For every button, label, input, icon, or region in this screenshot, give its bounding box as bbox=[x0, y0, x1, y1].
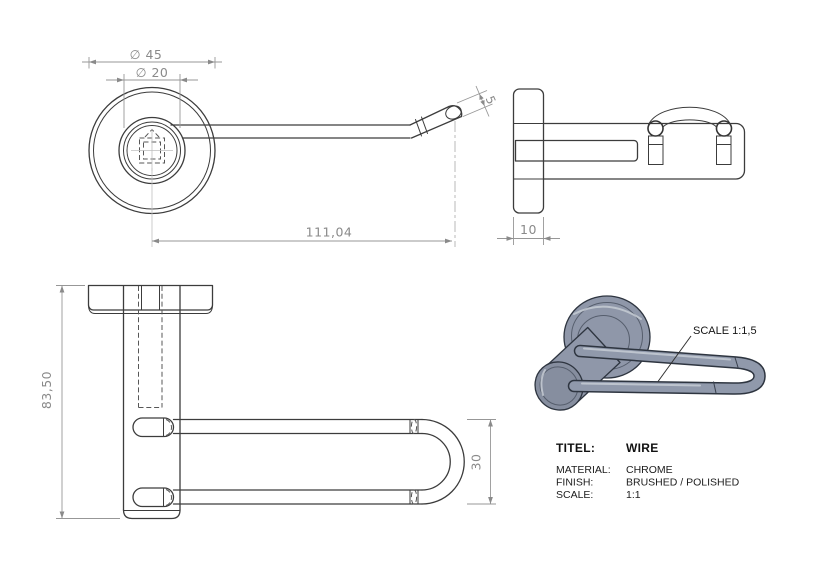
finish-label: FINISH: bbox=[556, 477, 593, 489]
material-label: MATERIAL: bbox=[556, 464, 611, 476]
title-value: WIRE bbox=[626, 441, 659, 455]
dim-loop-width: 30 bbox=[469, 454, 484, 471]
dim-overall-depth: 83,50 bbox=[39, 371, 54, 409]
side-view: 10 bbox=[497, 88, 746, 245]
scale-leader-line bbox=[657, 335, 692, 382]
material-value: CHROME bbox=[626, 464, 673, 476]
title-block: TITEL: WIRE MATERIAL: CHROME FINISH: BRU… bbox=[556, 441, 740, 501]
dim-plate-thickness: 10 bbox=[520, 222, 537, 237]
scale-label: SCALE: bbox=[556, 489, 593, 501]
title-label: TITEL: bbox=[556, 441, 595, 455]
front-view: ∅ 45 ∅ 20 111,04 5 bbox=[82, 47, 499, 247]
plan-view: 83,50 30 bbox=[39, 284, 496, 520]
dim-arm-length: 111,04 bbox=[306, 225, 353, 240]
dim-outer-diameter: ∅ 45 bbox=[130, 47, 163, 62]
finish-value: BRUSHED / POLISHED bbox=[626, 477, 740, 489]
iso-scale-note: SCALE 1:1,5 bbox=[693, 325, 757, 337]
dim-hub-diameter: ∅ 20 bbox=[136, 65, 169, 80]
scale-value: 1:1 bbox=[626, 489, 641, 501]
iso-view: SCALE 1:1,5 bbox=[534, 295, 766, 411]
